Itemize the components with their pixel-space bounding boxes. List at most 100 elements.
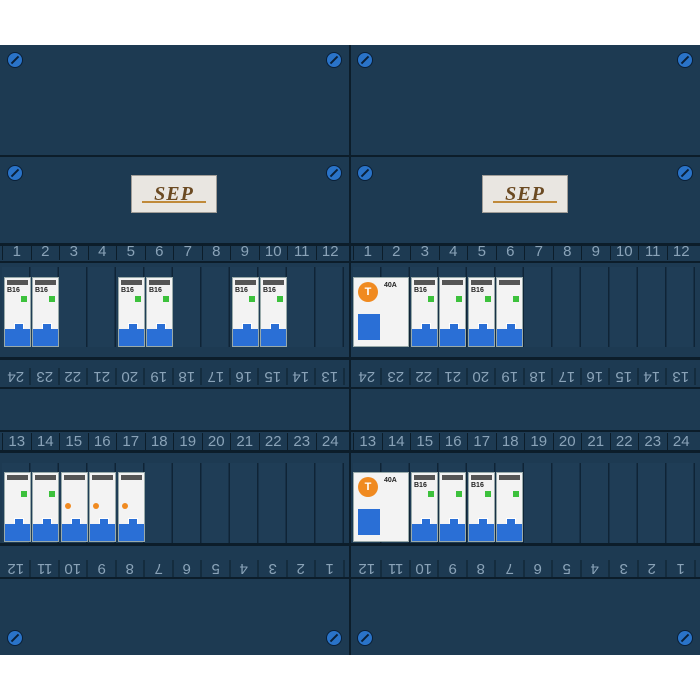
mcb-breaker[interactable]: B16	[232, 277, 259, 347]
seam-row4	[0, 543, 700, 546]
slot-number: 17	[201, 368, 230, 385]
slot-number: 14	[287, 368, 316, 385]
mcb-breaker[interactable]	[496, 277, 523, 347]
slot-number: 1	[2, 243, 31, 260]
slot-number: 17	[116, 433, 145, 450]
mcb-breaker[interactable]: B16	[411, 277, 438, 347]
screw-icon	[677, 630, 693, 646]
rcd-breaker[interactable]	[4, 472, 31, 542]
screw-icon	[677, 165, 693, 181]
screw-icon	[357, 630, 373, 646]
mcb-breaker[interactable]: B16	[468, 277, 495, 347]
slot-number: 15	[609, 368, 638, 385]
rcd-breaker[interactable]	[32, 472, 59, 542]
slot-number: 18	[144, 433, 174, 450]
slot-number: 1	[315, 560, 344, 577]
mcb-breaker[interactable]: B16	[146, 277, 173, 347]
slot-number: 5	[467, 243, 496, 260]
slot-number: 9	[230, 243, 259, 260]
slot-number: 13	[2, 433, 31, 450]
slot-number: 8	[201, 243, 231, 260]
screw-icon	[7, 165, 23, 181]
slot-number: 2	[287, 560, 316, 577]
mcb-breaker[interactable]: B16	[411, 472, 438, 542]
slot-number: 6	[495, 243, 525, 260]
slot-number: 1	[353, 243, 382, 260]
rcbo-breaker[interactable]	[118, 472, 145, 542]
mcb-breaker[interactable]: B16	[118, 277, 145, 347]
mcb-breaker[interactable]	[439, 277, 466, 347]
screw-icon	[7, 52, 23, 68]
rcbo-breaker[interactable]	[89, 472, 116, 542]
slot-number: 17	[552, 368, 581, 385]
slot-number: 18	[173, 368, 202, 385]
slot-number: 10	[410, 560, 439, 577]
slot-number: 3	[609, 560, 638, 577]
slot-number: 14	[638, 368, 667, 385]
slot-number: 23	[381, 368, 410, 385]
slot-number: 13	[315, 368, 344, 385]
slot-number: 17	[467, 433, 496, 450]
mcb-breaker[interactable]: B16	[468, 472, 495, 542]
slot-number: 9	[87, 560, 116, 577]
slot-number: 15	[59, 433, 88, 450]
slot-number: 7	[173, 243, 202, 260]
screw-icon	[7, 630, 23, 646]
slot-number: 18	[495, 433, 525, 450]
slot-number: 18	[524, 368, 553, 385]
slot-number: 22	[59, 368, 88, 385]
seam-row1b	[0, 261, 700, 263]
slot-number: 11	[381, 560, 410, 577]
slot-number: 19	[524, 433, 553, 450]
mcb-breaker[interactable]: B16	[260, 277, 287, 347]
screw-icon	[357, 52, 373, 68]
slot-number: 8	[116, 560, 145, 577]
din-rail-1-right	[353, 267, 695, 347]
slot-number: 16	[87, 433, 117, 450]
slot-number: 8	[467, 560, 496, 577]
rcbo-breaker[interactable]	[61, 472, 88, 542]
mcb-breaker[interactable]	[439, 472, 466, 542]
slot-number: 4	[438, 243, 468, 260]
slot-number: 23	[287, 433, 316, 450]
slot-number: 16	[581, 368, 610, 385]
panel-divider	[349, 45, 351, 655]
left-panel	[0, 45, 349, 655]
mcb-breaker[interactable]: B16	[32, 277, 59, 347]
seam-row3	[0, 430, 700, 432]
slot-number: 12	[666, 243, 696, 260]
slot-number: 16	[438, 433, 468, 450]
screw-icon	[677, 52, 693, 68]
slot-number: 5	[552, 560, 581, 577]
slot-number: 6	[144, 243, 174, 260]
slot-number: 2	[30, 243, 60, 260]
slot-number: 22	[609, 433, 639, 450]
slot-number: 23	[638, 433, 667, 450]
slot-number: 5	[201, 560, 230, 577]
slot-number: 19	[144, 368, 173, 385]
slot-number: 24	[315, 433, 345, 450]
slot-number: 12	[2, 560, 31, 577]
din-rail-2-left	[2, 463, 344, 543]
seam-row3b	[0, 450, 700, 453]
din-rail-1-left	[2, 267, 344, 347]
slot-number: 7	[524, 243, 553, 260]
sep-logo: SEP	[482, 175, 568, 213]
mcb-breaker[interactable]	[496, 472, 523, 542]
slot-number: 24	[2, 368, 31, 385]
slot-number: 20	[116, 368, 145, 385]
slot-number: 11	[30, 560, 59, 577]
slot-number: 3	[258, 560, 287, 577]
mcb-breaker[interactable]: B16	[4, 277, 31, 347]
cover-seam	[0, 155, 700, 157]
screw-icon	[326, 630, 342, 646]
slot-number: 6	[524, 560, 553, 577]
